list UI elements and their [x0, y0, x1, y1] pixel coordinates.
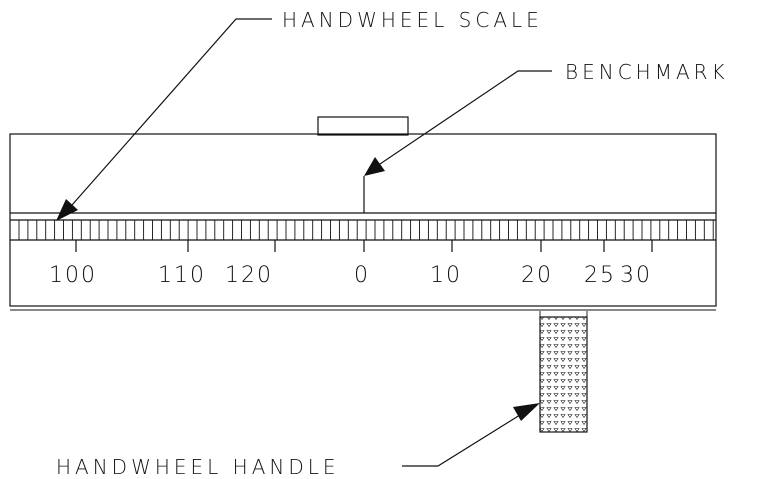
scale-number-100: 100 — [49, 263, 97, 288]
scale-number-110: 110 — [158, 263, 206, 288]
benchmark-leader — [364, 70, 552, 176]
handwheel-handle[interactable] — [539, 311, 588, 433]
handwheel-scale — [10, 212, 716, 252]
handwheel-handle-label: HANDWHEEL HANDLE — [56, 455, 340, 479]
handwheel-handle-leader — [402, 403, 540, 467]
scale-number-25: 25 — [584, 263, 616, 288]
handwheel-scale-leader — [56, 18, 272, 221]
scale-number-30: 30 — [620, 263, 652, 288]
top-tab — [317, 116, 409, 136]
scale-number-10: 10 — [430, 263, 462, 288]
handwheel-scale-label: HANDWHEEL SCALE — [282, 8, 543, 32]
scale-number-0: 0 — [354, 263, 370, 288]
scale-number-120: 120 — [225, 263, 273, 288]
scale-major-ticks — [75, 240, 653, 252]
scale-numbers: 100 110 120 0 10 20 25 30 — [49, 263, 652, 288]
scale-ticks — [18, 220, 714, 240]
scale-number-20: 20 — [521, 263, 553, 288]
benchmark-label: BENCHMARK — [565, 60, 729, 84]
